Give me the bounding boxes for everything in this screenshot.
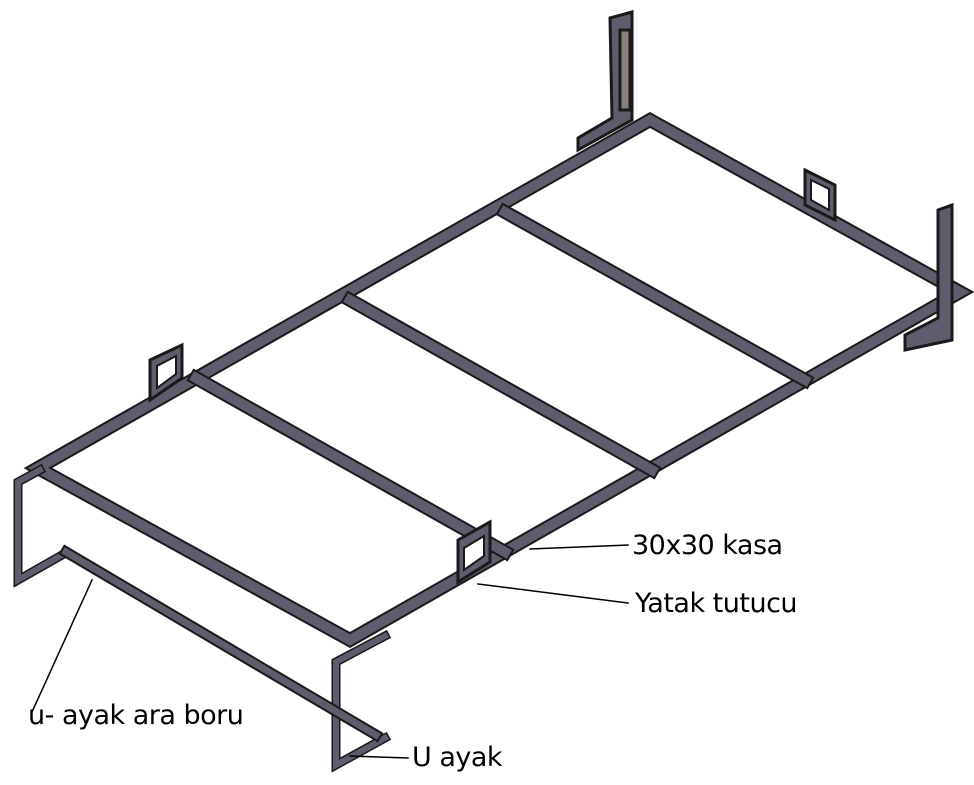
label-leg-tube: u- ayak ara boru [28,700,244,731]
outer-frame [23,111,974,649]
wall-mechanism [576,10,954,352]
u-leg-right [331,629,392,773]
u-leg-left [13,463,69,588]
label-frame: 30x30 kasa [632,530,783,561]
crossbars [186,202,815,562]
leg-connecting-tube [58,544,384,743]
label-bed-holder: Yatak tutucu [635,588,798,619]
label-u-leg: U ayak [412,742,503,773]
leader-lines [31,544,629,759]
